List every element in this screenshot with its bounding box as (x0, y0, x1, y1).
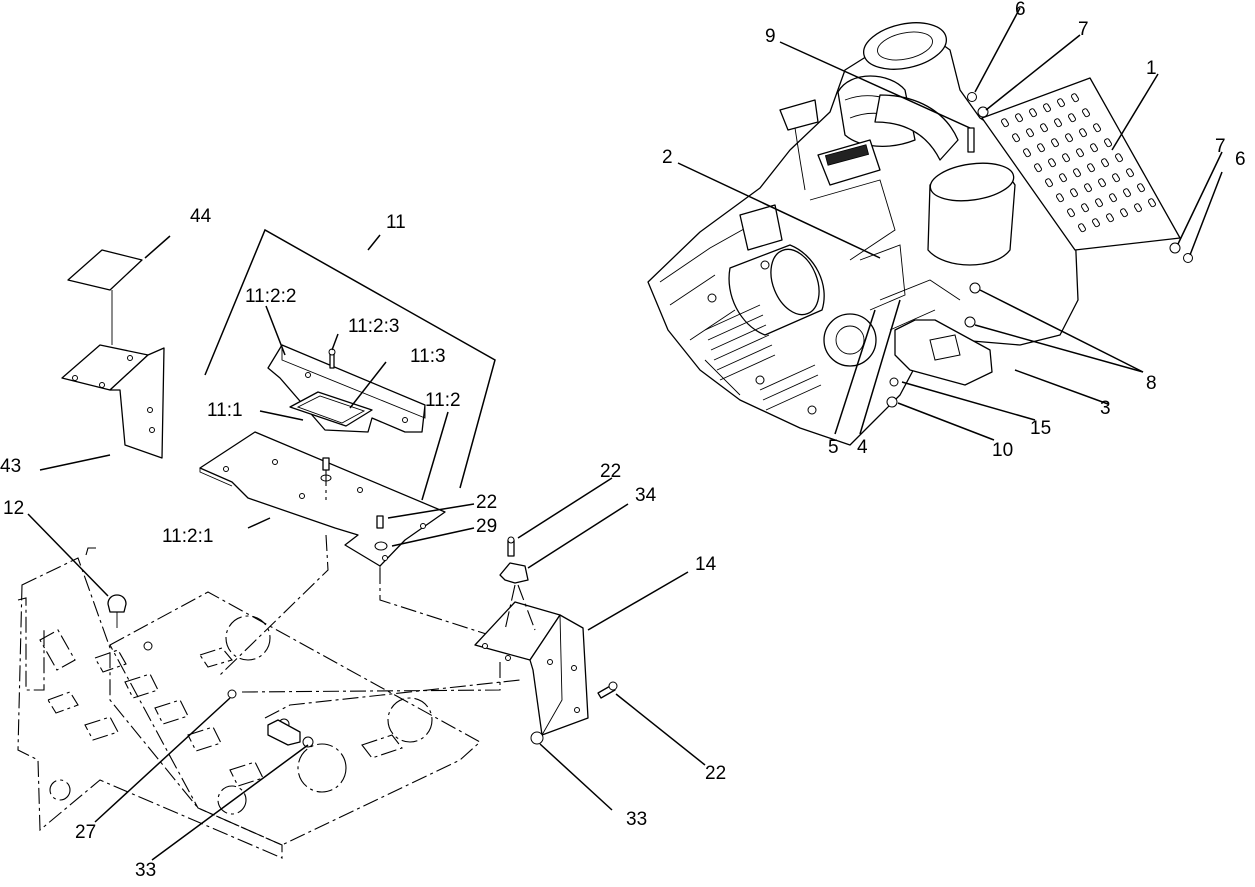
shield-slot (1037, 143, 1045, 153)
callout-44: 44 (190, 206, 212, 227)
callout-11-3: 11:3 (410, 346, 446, 367)
callout-33-left: 33 (135, 860, 156, 881)
callout-7-right: 7 (1215, 136, 1226, 157)
callout-1: 1 (1146, 58, 1157, 79)
shield-slot (1104, 138, 1112, 148)
shield-slot (1071, 93, 1079, 103)
shield-slot (1059, 173, 1067, 183)
callout-11-1: 11:1 (207, 400, 243, 421)
engine-fins (704, 304, 822, 411)
shield-slot (1073, 168, 1081, 178)
callout-4: 4 (857, 437, 868, 458)
shield-slot (1109, 193, 1117, 203)
shield-slot (1087, 163, 1095, 173)
shield-slot (1098, 178, 1106, 188)
callout-3: 3 (1100, 398, 1111, 419)
shield-slot (1040, 123, 1048, 133)
shield-slot (1068, 113, 1076, 123)
shield-slot (1054, 118, 1062, 128)
shield-slot (1067, 208, 1075, 218)
shield-slot (1048, 158, 1056, 168)
callout-29: 29 (476, 516, 497, 537)
callout-15: 15 (1030, 418, 1051, 439)
engine-hardware (886, 92, 1193, 408)
callout-22-lower: 22 (705, 763, 726, 784)
shield-slot (1045, 178, 1053, 188)
shield-slot (1065, 133, 1073, 143)
shield-slot (1078, 223, 1086, 233)
callout-5: 5 (828, 437, 839, 458)
shield-slot (1079, 128, 1087, 138)
shield-slot (1092, 218, 1100, 228)
callout-10: 10 (992, 440, 1013, 461)
callout-11: 11 (386, 212, 406, 233)
heat-shield (981, 77, 1181, 251)
leader-lines (27, 7, 1223, 861)
callout-33-right: 33 (626, 809, 647, 830)
callout-11-2: 11:2 (425, 390, 461, 411)
shield-slot (1051, 138, 1059, 148)
callout-34: 34 (635, 485, 657, 506)
shield-slot (1123, 188, 1131, 198)
shield-slot (1070, 188, 1078, 198)
callout-7: 7 (1078, 19, 1089, 40)
decal-44 (67, 249, 143, 291)
shield-slot (1106, 213, 1114, 223)
callout-43: 43 (0, 456, 21, 477)
callout-14: 14 (695, 554, 717, 575)
shield-slot (1095, 198, 1103, 208)
plate-11-3 (289, 391, 373, 427)
shield-slot (1029, 108, 1037, 118)
shield-slot (1076, 148, 1084, 158)
shield-slot (1043, 103, 1051, 113)
callout-11-2-1: 11:2:1 (162, 526, 213, 547)
shield-slot (1057, 98, 1065, 108)
shield-slot (1101, 158, 1109, 168)
shield-slot (1012, 133, 1020, 143)
bracket-43 (61, 344, 165, 459)
shield-slot (1056, 193, 1064, 203)
shield-slot (1134, 203, 1142, 213)
shield-slot (1090, 143, 1098, 153)
shield-slot (1001, 118, 1009, 128)
callout-22-clip: 22 (600, 461, 621, 482)
shield-slot (1120, 208, 1128, 218)
shield-slot (1026, 128, 1034, 138)
callout-11-2-2: 11:2:2 (245, 286, 296, 307)
shield-slot (1115, 153, 1123, 163)
plate-11-2-1 (199, 431, 446, 570)
callout-27: 27 (75, 822, 96, 843)
shield-slot (1082, 108, 1090, 118)
shield-slot (1112, 173, 1120, 183)
shield-slot (1062, 153, 1070, 163)
shield-slot (1023, 148, 1031, 158)
callout-6-right: 6 (1235, 149, 1246, 170)
callout-11-2-3: 11:2:3 (348, 316, 399, 337)
shield-slot (1093, 123, 1101, 133)
callout-8: 8 (1146, 373, 1157, 394)
bracket-14 (474, 601, 589, 736)
callout-12: 12 (3, 498, 24, 519)
shield-slot (1126, 168, 1134, 178)
shield-slot (1081, 203, 1089, 213)
callout-2: 2 (662, 147, 673, 168)
callout-6: 6 (1015, 0, 1026, 20)
shield-slot (1034, 163, 1042, 173)
callout-9: 9 (765, 26, 776, 47)
callout-22-center: 22 (476, 492, 497, 513)
clip-34 (499, 562, 529, 584)
shield-slot (1015, 113, 1023, 123)
frame-dashed (17, 547, 481, 859)
shield-slot (1137, 183, 1145, 193)
shield-slot (1084, 183, 1092, 193)
shield-slot (1148, 198, 1156, 208)
